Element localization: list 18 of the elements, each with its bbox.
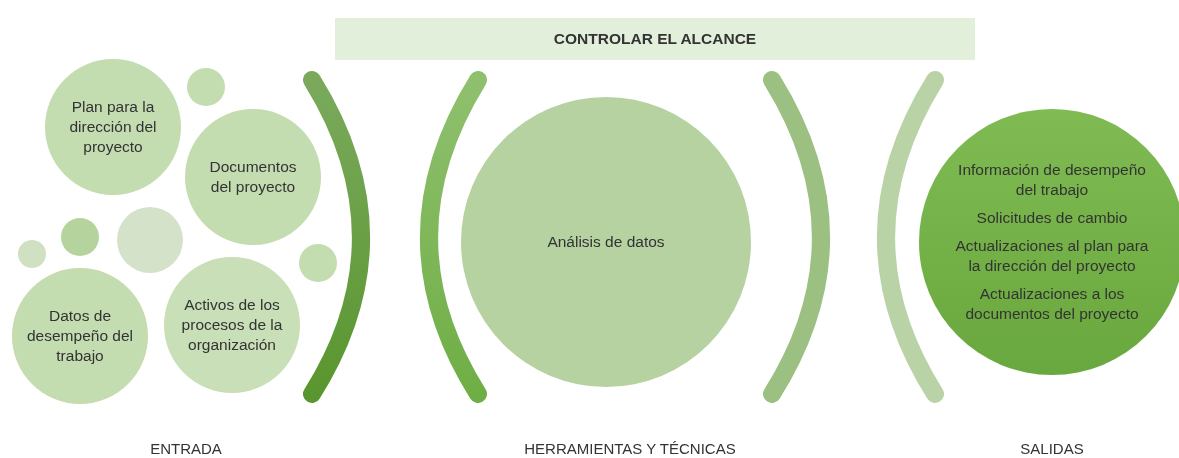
node-text: Solicitudes de cambio — [976, 207, 1128, 228]
node-text: Actualizaciones al plan para la dirección del proyecto — [954, 235, 1150, 277]
node-text: Actualizaciones a los documentos del proyecto — [964, 284, 1140, 325]
title-banner — [335, 18, 975, 60]
decorative-circle — [187, 68, 225, 106]
decorative-circle — [61, 218, 99, 256]
node-text: Documentos del proyecto — [208, 156, 298, 197]
node-text: Datos de desempeño del trabajo — [26, 305, 134, 367]
node-text: Activos de los procesos de la organización — [180, 294, 284, 356]
column-label: SALIDAS — [1020, 440, 1084, 457]
decorative-circle — [299, 244, 337, 282]
title-text: CONTROLAR EL ALCANCE — [553, 28, 757, 49]
node-text: Análisis de datos — [547, 231, 665, 252]
column-label: HERRAMIENTAS Y TÉCNICAS — [524, 440, 736, 457]
node-text: Información de desempeño del trabajo — [957, 159, 1147, 200]
node-text: Plan para la dirección del proyecto — [68, 96, 158, 158]
decorative-circle — [18, 240, 46, 268]
column-label: ENTRADA — [150, 440, 222, 457]
